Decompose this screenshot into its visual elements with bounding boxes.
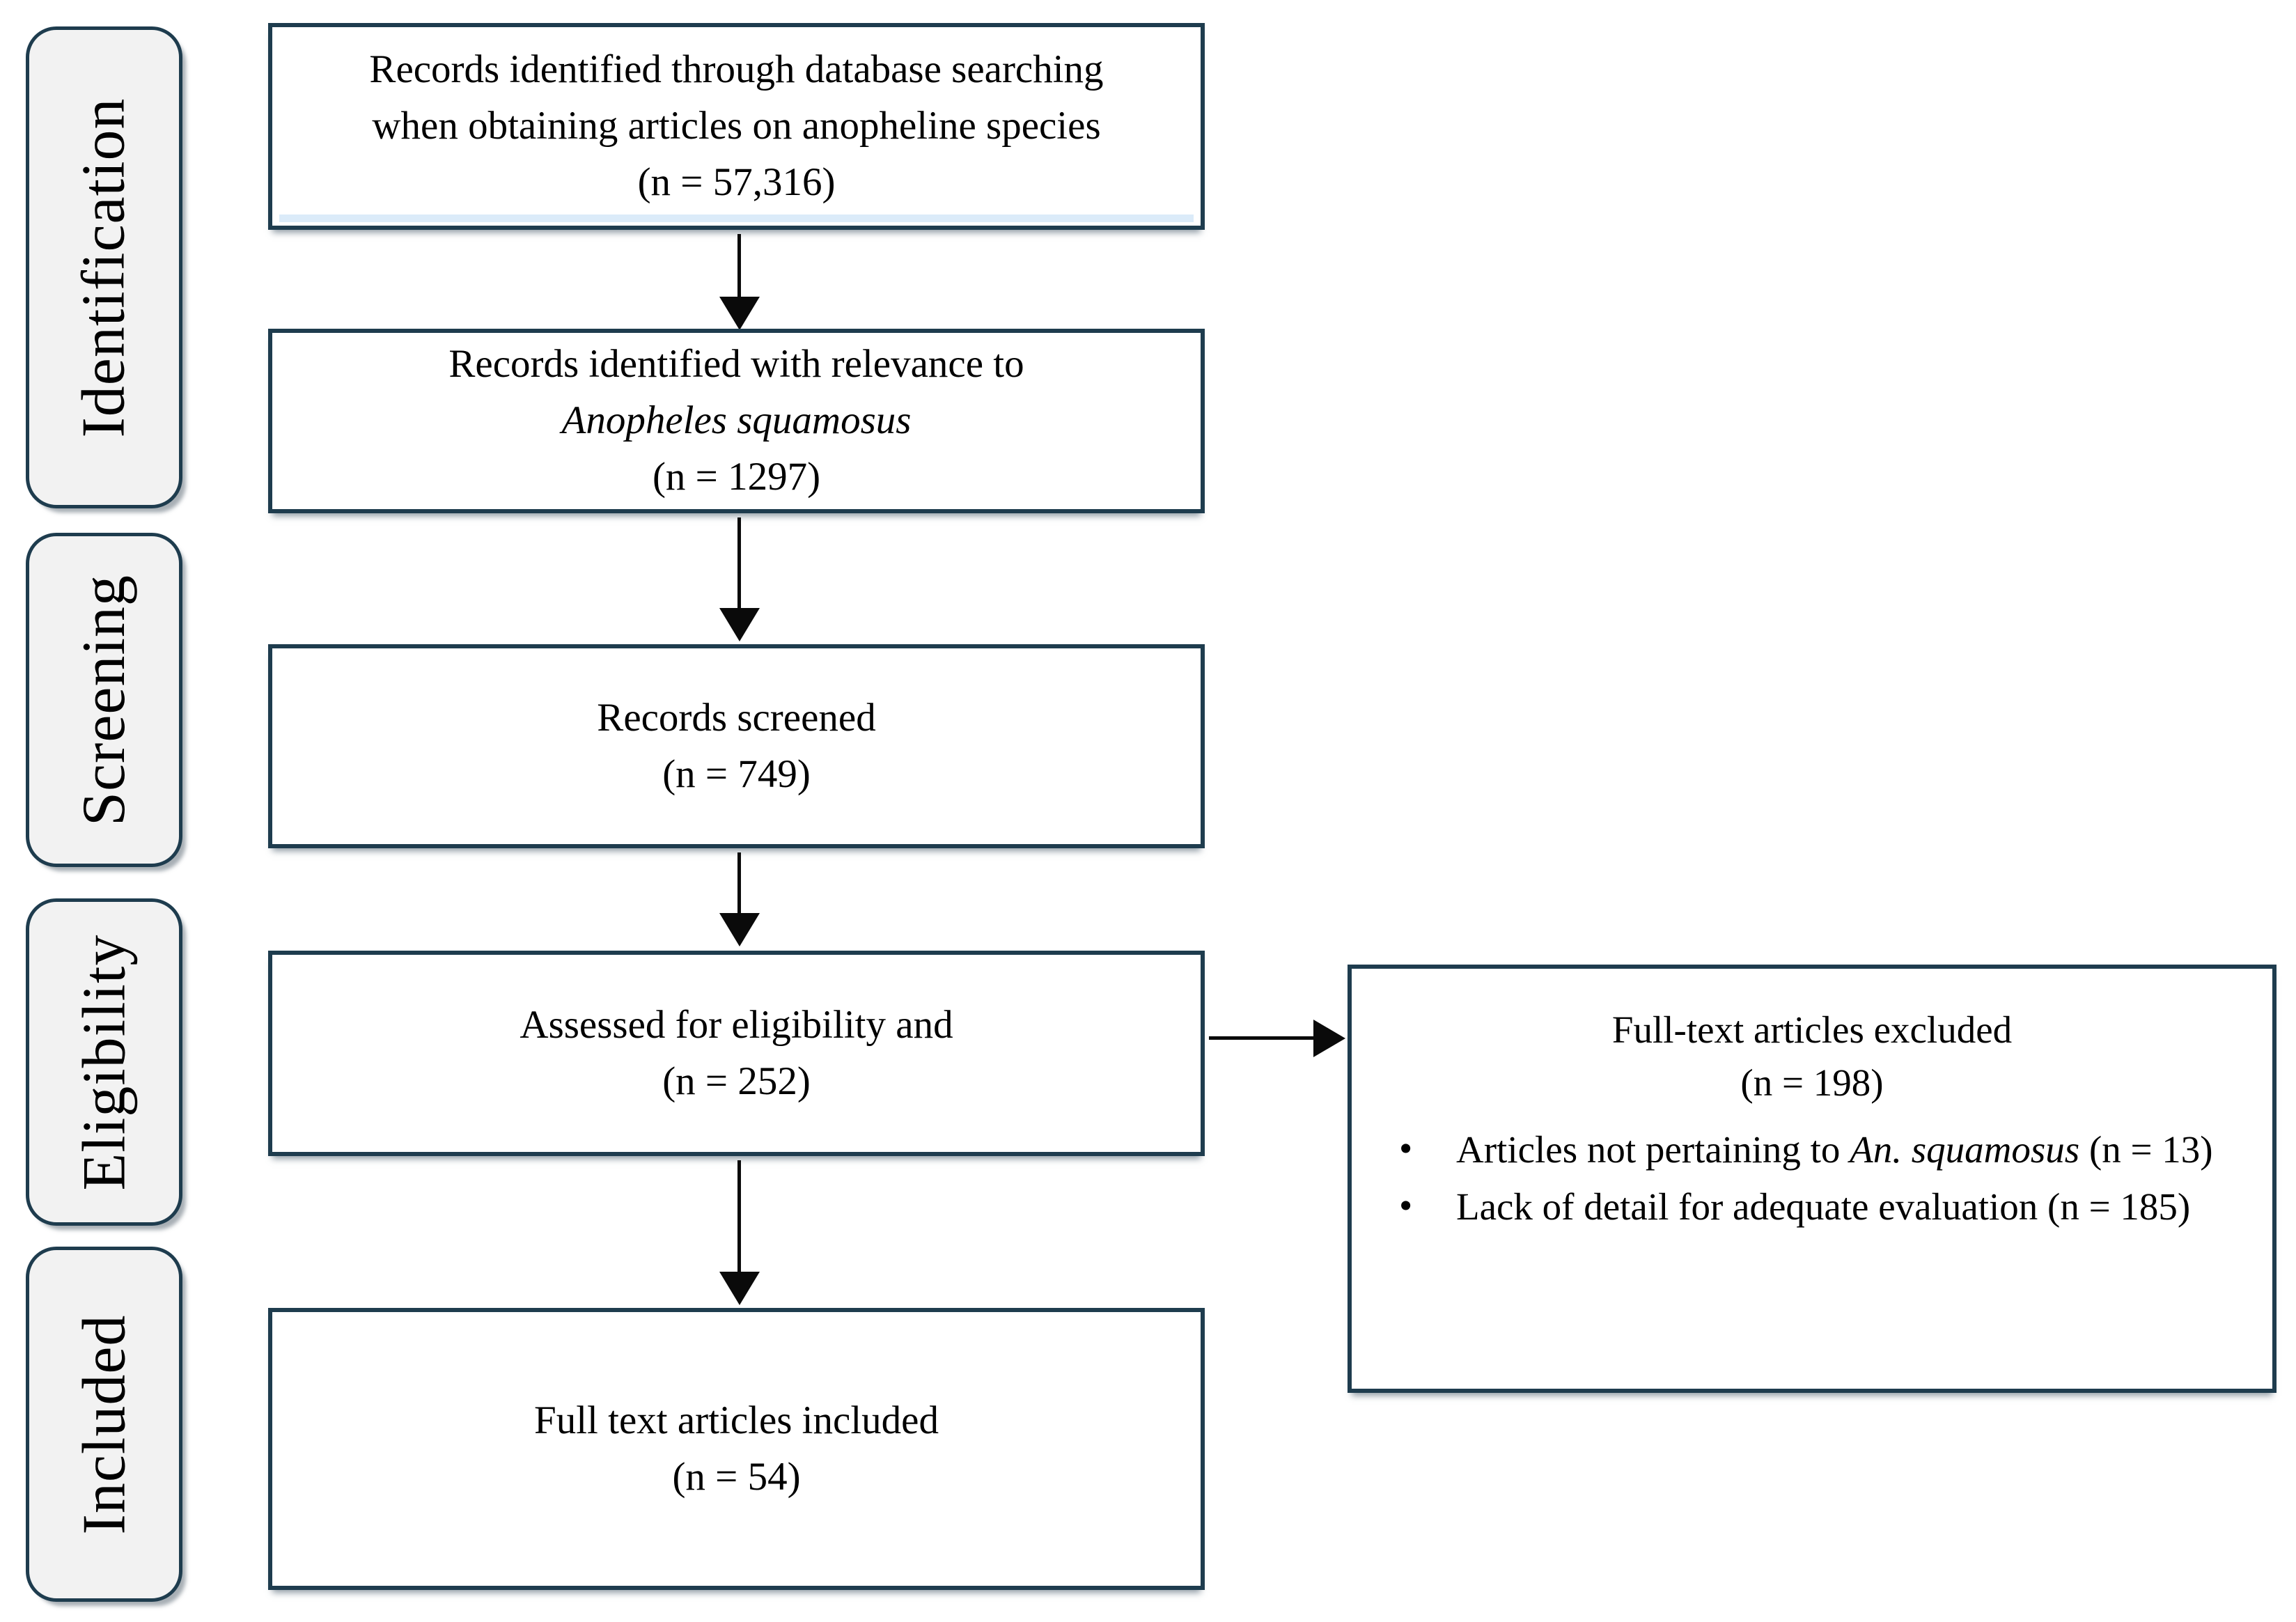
box-full-text-included-count: (n = 54) — [672, 1454, 801, 1499]
stage-eligibility: Eligibility — [26, 898, 182, 1226]
bullet-icon: • — [1399, 1183, 1413, 1226]
box-full-text-excluded: Full-text articles excluded (n = 198) • … — [1348, 965, 2277, 1393]
selection-highlight-band — [279, 215, 1194, 222]
arrowhead-down-icon — [719, 1272, 760, 1305]
bullet-icon: • — [1399, 1126, 1413, 1169]
arrow-screened-to-eligibility — [719, 852, 760, 946]
arrowhead-down-icon — [719, 913, 760, 946]
box-records-relevance-species: Anopheles squamosus — [561, 398, 912, 443]
box-records-identified-count: (n = 57,316) — [637, 159, 836, 204]
excluded-reason-2-text: Lack of detail for adequate evaluation (… — [1456, 1185, 2191, 1228]
excluded-reason-item: • Lack of detail for adequate evaluation… — [1381, 1180, 2243, 1233]
box-assessed-eligibility-line1: Assessed for eligibility and — [520, 1002, 953, 1047]
stage-screening: Screening — [26, 533, 182, 867]
arrowhead-right-icon — [1313, 1019, 1345, 1057]
arrow-relevance-to-screened — [719, 517, 760, 641]
stage-eligibility-label: Eligibility — [70, 934, 138, 1190]
box-records-screened-count: (n = 749) — [662, 751, 811, 796]
box-assessed-eligibility-count: (n = 252) — [662, 1059, 811, 1103]
box-records-identified-line1: Records identified through database sear… — [369, 47, 1104, 92]
stage-included-label: Included — [70, 1314, 138, 1534]
arrow-eligibility-to-included — [719, 1160, 760, 1305]
box-records-screened-line1: Records screened — [597, 695, 876, 740]
excluded-count: (n = 198) — [1740, 1061, 1884, 1104]
arrow-identified-to-relevance — [719, 234, 760, 330]
box-full-text-included-line1: Full text articles included — [534, 1398, 939, 1442]
stage-included: Included — [26, 1247, 182, 1602]
excluded-reason-1-suffix: (n = 13) — [2079, 1128, 2213, 1171]
box-records-identified-line2: when obtaining articles on anopheline sp… — [372, 104, 1101, 148]
stage-screening-label: Screening — [70, 574, 138, 826]
excluded-title: Full-text articles excluded — [1611, 1008, 2013, 1051]
box-records-relevance-line1: Records identified with relevance to — [448, 342, 1024, 387]
box-records-relevance: Records identified with relevance to Ano… — [268, 329, 1205, 513]
stage-identification: Identification — [26, 26, 182, 508]
excluded-reason-1-species: An. squamosus — [1850, 1128, 2080, 1171]
excluded-reason-list: • Articles not pertaining to An. squamos… — [1381, 1123, 2243, 1233]
box-records-relevance-count: (n = 1297) — [652, 454, 821, 499]
box-assessed-eligibility: Assessed for eligibility and (n = 252) — [268, 951, 1205, 1156]
box-records-identified: Records identified through database sear… — [268, 23, 1205, 230]
arrowhead-down-icon — [719, 608, 760, 641]
arrowhead-down-icon — [719, 297, 760, 330]
box-full-text-included: Full text articles included (n = 54) — [268, 1308, 1205, 1590]
box-records-screened: Records screened (n = 749) — [268, 644, 1205, 848]
excluded-reason-item: • Articles not pertaining to An. squamos… — [1381, 1123, 2243, 1176]
excluded-reason-1-prefix: Articles not pertaining to — [1456, 1128, 1850, 1171]
stage-identification-label: Identification — [70, 97, 138, 438]
arrow-eligibility-to-excluded — [1209, 1019, 1345, 1057]
